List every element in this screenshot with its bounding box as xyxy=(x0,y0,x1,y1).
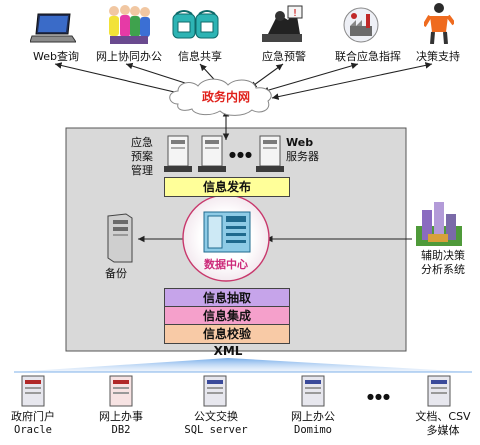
people-icon xyxy=(109,5,150,44)
backup-label: 备份 xyxy=(105,267,127,280)
alarm-worker-icon: ! xyxy=(262,5,303,42)
gov-intranet-cloud xyxy=(169,78,272,116)
top-node-label: 应急预警 xyxy=(262,50,306,63)
source-name: 文档、CSV xyxy=(415,410,471,423)
city-buildings-icon xyxy=(416,202,462,246)
document-server-icon xyxy=(301,375,325,407)
info-verify-band: 信息校验 xyxy=(164,324,290,344)
command-factory-icon xyxy=(343,7,379,43)
web-server-icon xyxy=(256,135,284,172)
sources-ellipsis: ●●● xyxy=(367,392,391,401)
source-db: Oracle xyxy=(14,424,52,436)
laptop-icon xyxy=(30,13,76,43)
top-node-label: 决策支持 xyxy=(416,50,460,63)
person-orange-icon xyxy=(424,3,454,44)
data-center-server-icon xyxy=(203,211,251,253)
server-ellipsis: ●●● xyxy=(229,150,253,159)
document-server-icon xyxy=(109,375,133,407)
info-extract-band: 信息抽取 xyxy=(164,288,290,308)
source-db: DB2 xyxy=(111,424,131,436)
source-name: 公文交换 xyxy=(194,410,238,423)
info-publish-band: 信息发布 xyxy=(164,177,290,197)
info-integrate-band: 信息集成 xyxy=(164,306,290,326)
server-icon xyxy=(164,135,192,172)
source-db: 多媒体 xyxy=(426,424,460,437)
data-center-label: 数据中心 xyxy=(204,258,248,271)
telephone-icon xyxy=(172,10,219,39)
web-server-label: Web 服务器 xyxy=(286,136,319,163)
server-icon xyxy=(198,135,226,172)
svg-text:!: ! xyxy=(293,8,297,19)
source-name: 政府门户 xyxy=(11,410,55,423)
emergency-plan-label: 应急 预案 管理 xyxy=(131,136,153,177)
document-server-icon xyxy=(427,375,451,407)
document-server-icon xyxy=(203,375,227,407)
source-name: 网上办事 xyxy=(99,410,143,423)
xml-label: XML xyxy=(213,344,243,358)
source-db: SQL server xyxy=(184,424,248,436)
top-node-label: Web查询 xyxy=(33,50,79,63)
document-server-icon xyxy=(21,375,45,407)
cloud-label: 政务内网 xyxy=(201,90,250,104)
top-node-label: 信息共享 xyxy=(178,50,222,63)
backup-tower-icon xyxy=(107,213,133,263)
source-db: Domimo xyxy=(294,424,332,436)
top-node-label: 联合应急指挥 xyxy=(335,50,401,63)
decision-system-label: 辅助决策 分析系统 xyxy=(421,249,465,276)
top-node-label: 网上协同办公 xyxy=(96,50,162,63)
source-name: 网上办公 xyxy=(291,410,335,423)
xml-beam xyxy=(14,358,472,372)
